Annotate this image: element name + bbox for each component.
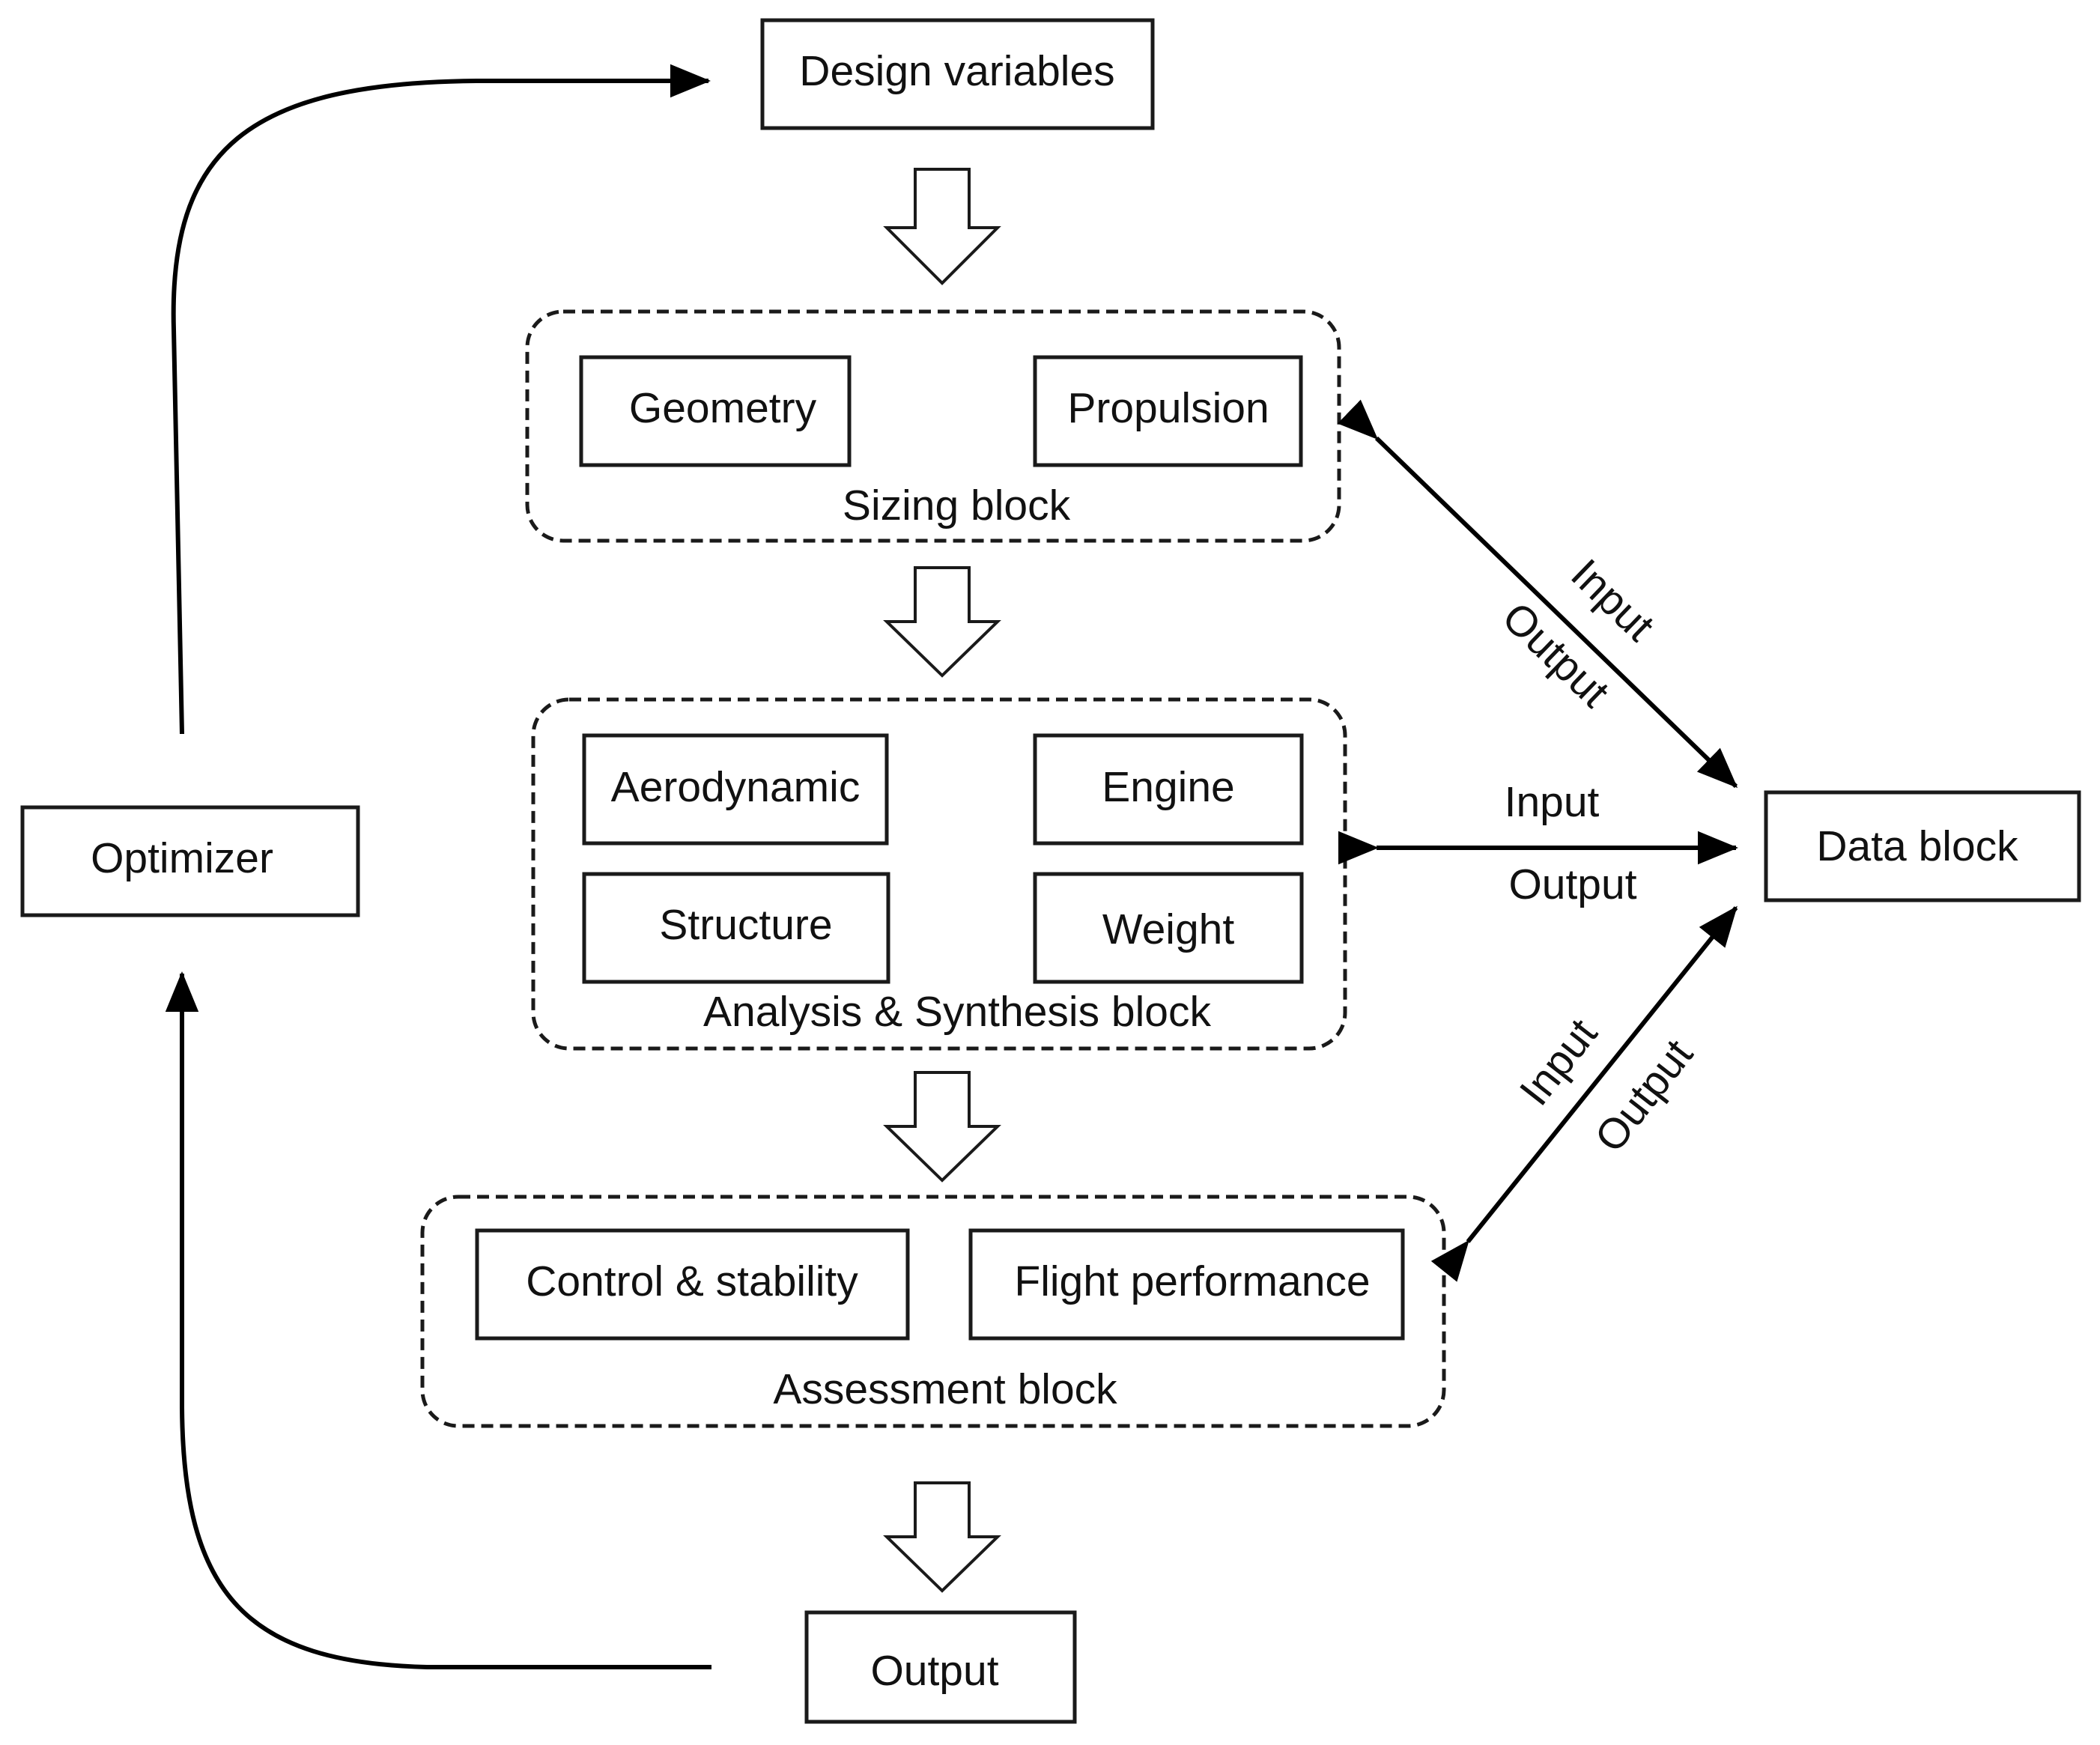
analysis-synthesis-block-label: Analysis & Synthesis block xyxy=(703,988,1211,1036)
optimizer-node: Optimizer xyxy=(20,805,360,917)
engine-label: Engine xyxy=(1102,763,1235,811)
down-arrow-2 xyxy=(883,566,1001,678)
output-label: Output xyxy=(870,1647,998,1695)
propulsion-node xyxy=(1033,355,1303,467)
structure-label: Structure xyxy=(659,901,832,949)
down-arrow-3 xyxy=(883,1071,1001,1183)
down-arrow-1 xyxy=(883,168,1001,285)
lower-output-label: Output xyxy=(1585,1031,1702,1161)
assessment-block-label: Assessment block xyxy=(773,1365,1117,1413)
sizing-block-label: Sizing block xyxy=(843,482,1071,529)
lower-input-label: Input xyxy=(1511,1010,1607,1114)
down-arrow-4 xyxy=(883,1481,1001,1593)
sizing-data-arrow xyxy=(1337,399,1738,789)
propulsion-label: Propulsion xyxy=(1067,384,1269,432)
flight-performance-label: Flight performance xyxy=(1014,1257,1370,1305)
weight-label: Weight xyxy=(1102,905,1235,953)
design-variables-node: Design variables xyxy=(760,18,1155,130)
control-stability-label: Control & stability xyxy=(526,1257,858,1305)
geometry-label: Geometry xyxy=(629,384,817,432)
middle-input-label: Input xyxy=(1505,778,1600,826)
engine-node xyxy=(1033,733,1304,846)
aerodynamic-label: Aerodynamic xyxy=(611,763,861,811)
data-block-node: Data block xyxy=(1764,790,2081,902)
assessment-block: Control & stability Flight performance A… xyxy=(420,1195,1446,1428)
structure-node xyxy=(582,872,890,984)
geometry-node xyxy=(579,355,852,467)
control-stability-node xyxy=(475,1228,910,1341)
sizing-block: Geometry Propulsion Sizing block xyxy=(525,309,1341,543)
output-to-optimizer-arrow xyxy=(165,971,711,1669)
assessment-data-arrow xyxy=(1430,905,1738,1282)
output-node: Output xyxy=(804,1610,1077,1724)
data-block-label: Data block xyxy=(1816,822,2018,870)
design-variables-label: Design variables xyxy=(799,47,1114,95)
analysis-synthesis-block: Aerodynamic Engine Structure Weight Anal… xyxy=(531,697,1347,1051)
weight-node xyxy=(1033,872,1304,984)
aerodynamic-node xyxy=(582,733,889,846)
optimizer-label: Optimizer xyxy=(91,834,273,882)
optimizer-to-design-arrow xyxy=(171,64,711,735)
middle-output-label: Output xyxy=(1508,861,1636,908)
flight-performance-node xyxy=(968,1228,1405,1341)
